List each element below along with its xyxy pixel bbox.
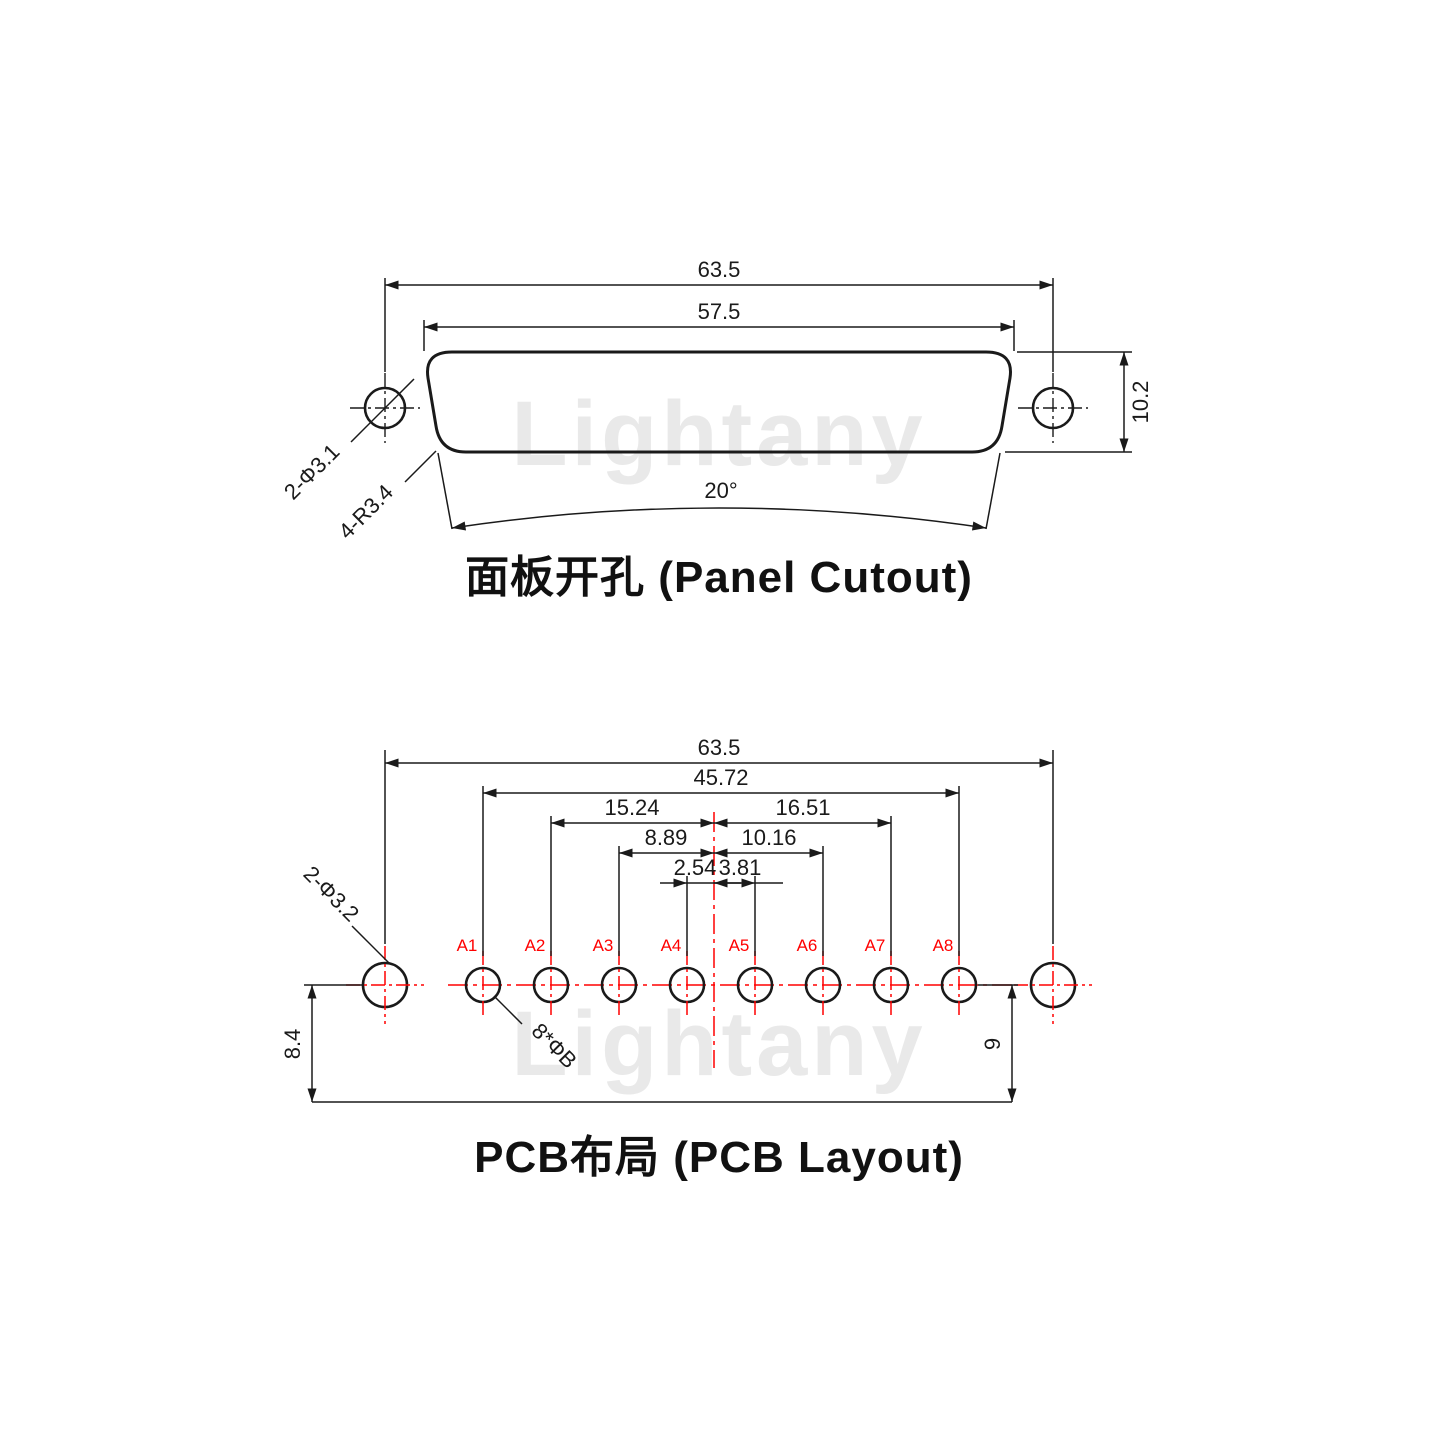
- panel-mount-hole-callout: 2-Φ3.1: [279, 439, 345, 505]
- pcb-layout-drawing: Lightany: [280, 735, 1092, 1182]
- pin-label-a7: A7: [865, 936, 886, 955]
- pin-label-a6: A6: [797, 936, 818, 955]
- pin-holes: [464, 951, 978, 1019]
- panel-mount-hole-right: [1018, 373, 1088, 443]
- pcb-mount-hole-label: 2-Φ3.2: [299, 861, 365, 927]
- pcb-dim-16-51-label: 16.51: [775, 795, 830, 820]
- panel-dim-57-5-label: 57.5: [698, 299, 741, 324]
- pcb-dim-2-54-label: 2.54: [674, 855, 717, 880]
- panel-cutout-drawing: Lightany 63.5 57.5: [279, 257, 1153, 602]
- panel-dim-63-5-label: 63.5: [698, 257, 741, 282]
- panel-dim-10-2-label: 10.2: [1128, 381, 1153, 424]
- watermark-top: Lightany: [511, 383, 926, 485]
- pcb-dim-16-51: 16.51: [714, 795, 891, 828]
- panel-angle-20deg: 20°: [437, 452, 1001, 531]
- pcb-dim-8-89-label: 8.89: [645, 825, 688, 850]
- pcb-dim-10-16: 10.16: [714, 825, 823, 858]
- watermark-bottom: Lightany: [511, 993, 926, 1095]
- pcb-dim-8-89: 8.89: [619, 825, 714, 858]
- pcb-dim-8-4: 8.4: [280, 984, 363, 1102]
- pcb-dim-2-54: 2.54: [660, 855, 741, 888]
- pcb-dim-9: 9: [978, 984, 1018, 1102]
- pin-label-a5: A5: [729, 936, 750, 955]
- panel-corner-radius-callout: 4-R3.4: [334, 450, 437, 544]
- panel-mount-hole-left: [350, 373, 420, 443]
- pcb-mount-hole-callout: 2-Φ3.2: [299, 861, 391, 965]
- pcb-dim-45-72: 45.72: [483, 765, 959, 798]
- panel-cutout-outline: [426, 350, 1012, 454]
- pcb-dim-9-label: 9: [980, 1038, 1005, 1050]
- pin-label-a1: A1: [457, 936, 478, 955]
- pcb-dim-3-81-label: 3.81: [719, 855, 762, 880]
- pcb-dim-10-16-label: 10.16: [741, 825, 796, 850]
- panel-dim-10-2: 10.2: [1005, 351, 1153, 453]
- extension-lines: [384, 750, 1054, 956]
- pcb-dim-8-4-label: 8.4: [280, 1029, 305, 1060]
- panel-dim-57-5: 57.5: [423, 299, 1015, 351]
- pin-label-a8: A8: [933, 936, 954, 955]
- panel-corner-radius-label: 4-R3.4: [334, 480, 398, 544]
- panel-cutout-title: 面板开孔 (Panel Cutout): [465, 553, 973, 602]
- mount-hole-leader-line: [350, 378, 415, 443]
- pcb-mount-hole-right: [1014, 946, 1092, 1024]
- pcb-dim-15-24-label: 15.24: [604, 795, 659, 820]
- pcb-dim-63-5: 63.5: [385, 735, 1053, 768]
- pcb-dim-3-81: 3.81: [714, 855, 783, 888]
- panel-dim-63-5: 63.5: [384, 257, 1054, 372]
- pcb-dim-45-72-label: 45.72: [693, 765, 748, 790]
- pin-label-a4: A4: [661, 936, 682, 955]
- pcb-dim-15-24: 15.24: [551, 795, 714, 828]
- panel-angle-label: 20°: [704, 478, 737, 503]
- pcb-layout-title: PCB布局 (PCB Layout): [474, 1133, 964, 1182]
- pin-labels: A1 A2 A3 A4 A5 A6 A7 A8: [457, 936, 954, 955]
- pin-label-a3: A3: [593, 936, 614, 955]
- pin-label-a2: A2: [525, 936, 546, 955]
- pcb-dim-63-5-label: 63.5: [698, 735, 741, 760]
